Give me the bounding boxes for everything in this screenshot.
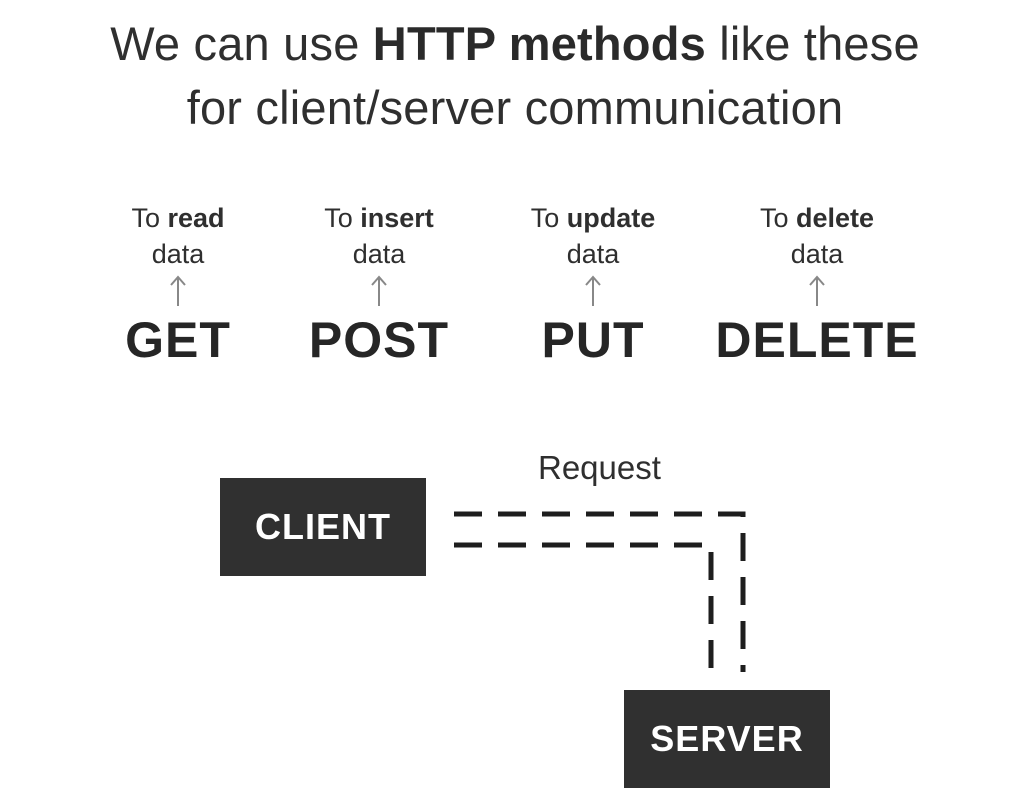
method-name: POST [308, 312, 450, 368]
method-name: PUT [541, 312, 645, 368]
purpose-action: update [566, 203, 656, 233]
up-arrow-icon [809, 275, 825, 306]
up-arrow-icon [371, 275, 387, 306]
method-name: DELETE [715, 312, 919, 368]
method-delete: To delete data DELETE [697, 200, 937, 368]
method-post: To insert data POST [259, 200, 499, 368]
purpose-object: data [352, 239, 406, 269]
client-box: CLIENT [220, 478, 426, 576]
method-put: To update data PUT [473, 200, 713, 368]
purpose-prefix: To [131, 203, 168, 233]
method-purpose: To delete [697, 200, 937, 236]
method-name: GET [125, 312, 231, 368]
title-text-pre: We can use [110, 17, 373, 70]
title-text-post: like these [705, 17, 920, 70]
method-purpose: To insert [259, 200, 499, 236]
purpose-object: data [790, 239, 844, 269]
purpose-prefix: To [530, 203, 567, 233]
purpose-action: insert [360, 203, 434, 233]
method-get: To read data GET [58, 200, 298, 368]
purpose-object: data [151, 239, 205, 269]
up-arrow-icon [585, 275, 601, 306]
method-purpose: To read [58, 200, 298, 236]
request-label: Request [538, 449, 661, 486]
method-purpose: To update [473, 200, 713, 236]
purpose-prefix: To [759, 203, 796, 233]
request-path-inner [454, 542, 714, 672]
request-path-outer [454, 511, 746, 672]
purpose-action: delete [795, 203, 875, 233]
purpose-object: data [566, 239, 620, 269]
up-arrow-icon [170, 275, 186, 306]
page-title-line-2: for client/server communication [186, 81, 844, 134]
server-box: SERVER [624, 690, 830, 788]
purpose-action: read [167, 203, 225, 233]
title-text-bold: HTTP methods [372, 17, 706, 70]
page-title-line-1: We can use HTTP methods like these [0, 14, 1030, 74]
purpose-prefix: To [324, 203, 361, 233]
